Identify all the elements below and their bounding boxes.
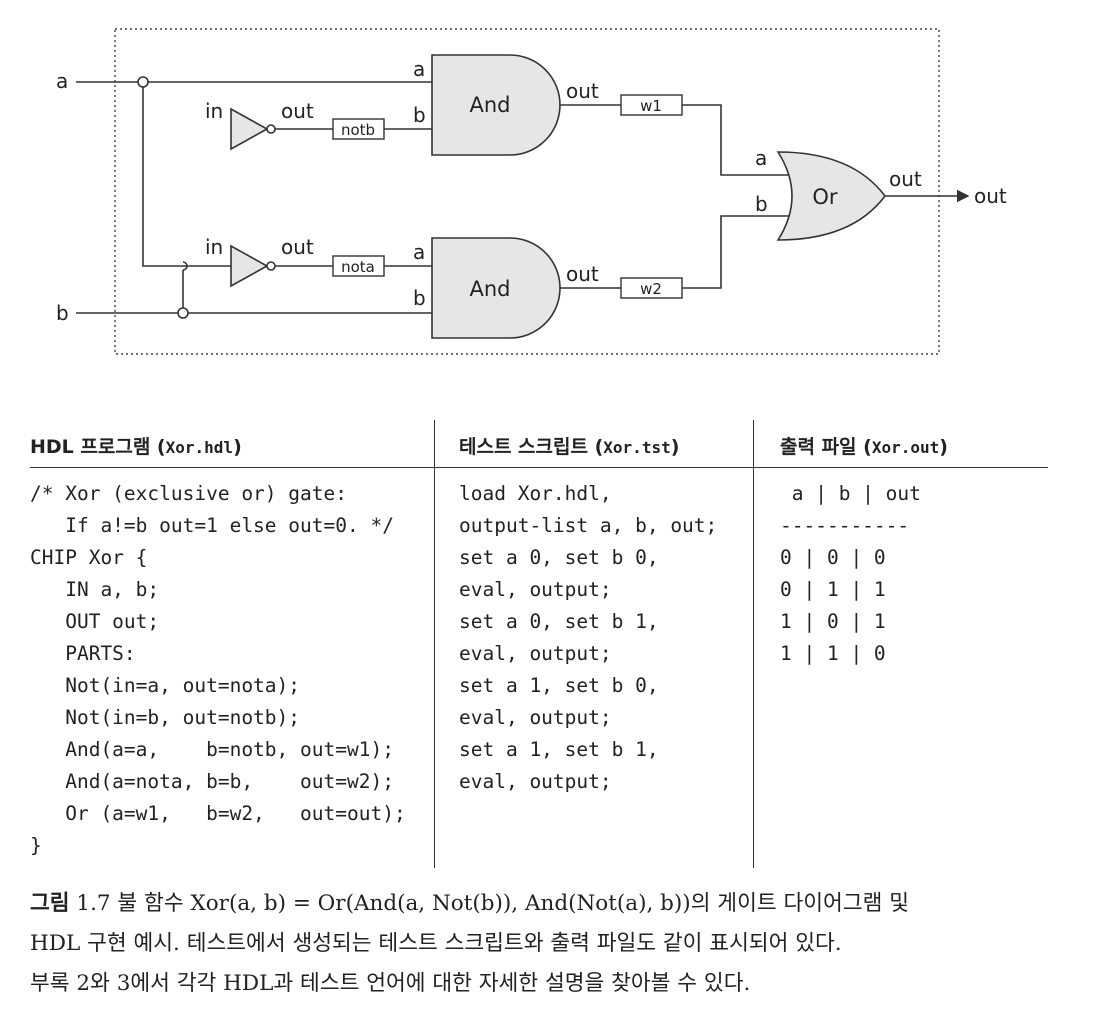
not-lower-in-label: in	[205, 235, 223, 259]
code-line: Not(in=a, out=nota);	[30, 674, 301, 697]
not-gate-upper: in out notb	[205, 99, 432, 151]
or-gate: a b Or out	[755, 146, 970, 241]
chip-output-label: out	[974, 184, 1007, 208]
junction-a	[137, 76, 149, 88]
caption-number: 1.7	[69, 891, 111, 916]
and-lower-pin-a: a	[413, 240, 425, 264]
and-upper-out-label: out	[566, 79, 599, 103]
caption-line-1: 그림 1.7 불 함수 Xor(a, b) = Or(And(a, Not(b)…	[30, 884, 1090, 924]
and-upper-pin-b: b	[413, 103, 426, 127]
or-out-label: out	[889, 167, 922, 191]
or-pin-b: b	[755, 192, 768, 216]
junction-b	[177, 307, 189, 319]
hdl-code: /* Xor (exclusive or) gate: If a!=b out=…	[30, 478, 406, 862]
wire-notb-label: notb	[341, 121, 375, 139]
code-line: And(a=nota, b=b, out=w2);	[30, 770, 394, 793]
not-upper-in-label: in	[205, 99, 223, 123]
code-line: }	[30, 834, 42, 857]
test-script-header: 테스트 스크립트 (Xor.tst)	[459, 432, 679, 459]
column-divider-2	[753, 420, 754, 868]
or-name: Or	[812, 185, 838, 209]
input-b-label: b	[56, 301, 69, 325]
wire-w1-label: w1	[640, 97, 662, 115]
code-line: eval, output;	[459, 578, 612, 601]
code-line: /* Xor (exclusive or) gate:	[30, 482, 347, 505]
code-line: And(a=a, b=notb, out=w1);	[30, 738, 394, 761]
and-lower-name: And	[469, 277, 510, 301]
table-rule	[30, 467, 1048, 468]
caption-line-3: 부록 2와 3에서 각각 HDL과 테스트 언어에 대한 자세한 설명을 찾아볼…	[30, 971, 751, 996]
and-upper-name: And	[469, 93, 510, 117]
code-line: eval, output;	[459, 770, 612, 793]
hdl-header-text: HDL 프로그램 (	[30, 436, 166, 458]
code-line: CHIP Xor {	[30, 546, 148, 569]
tst-header-close: )	[670, 436, 680, 458]
code-line: set a 1, set b 1,	[459, 738, 659, 761]
not-lower-out-label: out	[281, 235, 314, 259]
code-line: PARTS:	[30, 642, 136, 665]
and-lower-out-label: out	[566, 262, 599, 286]
chip-boundary	[114, 28, 940, 355]
wire-w2-label: w2	[640, 280, 662, 298]
and-upper-pin-a: a	[413, 57, 425, 81]
caption-text-1: 불 함수 Xor(a, b) = Or(And(a, Not(b)), And(…	[110, 891, 909, 916]
caption-label: 그림	[30, 891, 70, 916]
code-line: 1 | 0 | 1	[780, 610, 886, 633]
hdl-header-file: Xor.hdl	[165, 438, 234, 457]
code-line: IN a, b;	[30, 578, 160, 601]
code-line: load Xor.hdl,	[459, 482, 612, 505]
wire-nota-label: nota	[341, 258, 375, 276]
code-line: eval, output;	[459, 642, 612, 665]
code-line: -----------	[780, 514, 910, 537]
column-divider-1	[434, 420, 435, 868]
out-header-file: Xor.out	[871, 438, 940, 457]
code-table: HDL 프로그램 (Xor.hdl) /* Xor (exclusive or)…	[30, 420, 1048, 868]
tst-header-file: Xor.tst	[603, 438, 671, 457]
hdl-program-header: HDL 프로그램 (Xor.hdl)	[30, 432, 242, 459]
code-line: output-list a, b, out;	[459, 514, 718, 537]
code-line: OUT out;	[30, 610, 160, 633]
code-line: set a 0, set b 1,	[459, 610, 659, 633]
hdl-header-close: )	[233, 436, 242, 458]
not-gate-lower: in out nota	[205, 235, 432, 288]
code-line: a | b | out	[780, 482, 921, 505]
code-line: 1 | 1 | 0	[780, 642, 886, 665]
tst-header-text: 테스트 스크립트 (	[459, 436, 604, 458]
figure-caption: 그림 1.7 불 함수 Xor(a, b) = Or(And(a, Not(b)…	[30, 884, 1090, 1004]
code-line: eval, output;	[459, 706, 612, 729]
and-gate-upper: a b And out w1	[413, 54, 790, 176]
code-line: set a 1, set b 0,	[459, 674, 659, 697]
and-lower-pin-b: b	[413, 286, 426, 310]
output-file-header: 출력 파일 (Xor.out)	[780, 432, 948, 459]
or-pin-a: a	[755, 146, 767, 170]
code-line: Not(in=b, out=notb);	[30, 706, 301, 729]
code-line: 0 | 0 | 0	[780, 546, 886, 569]
out-header-close: )	[939, 436, 948, 458]
not-upper-out-label: out	[281, 99, 314, 123]
input-a-label: a	[56, 69, 68, 93]
caption-line-2: HDL 구현 예시. 테스트에서 생성되는 테스트 스크립트와 출력 파일도 같…	[30, 931, 842, 956]
code-line: If a!=b out=1 else out=0. */	[30, 514, 394, 537]
xor-gate-diagram: a b in out notb in out nota a b And out	[56, 28, 1007, 355]
code-line: Or (a=w1, b=w2, out=out);	[30, 802, 406, 825]
code-line: set a 0, set b 0,	[459, 546, 659, 569]
and-gate-lower: a b And out w2	[413, 215, 790, 339]
code-line: 0 | 1 | 1	[780, 578, 886, 601]
out-header-text: 출력 파일 (	[780, 436, 872, 458]
test-script-code: load Xor.hdl, output-list a, b, out; set a…	[459, 478, 717, 798]
output-file-code: a | b | out ----------- 0 | 0 | 0 0 | 1 | 1…	[780, 478, 921, 670]
